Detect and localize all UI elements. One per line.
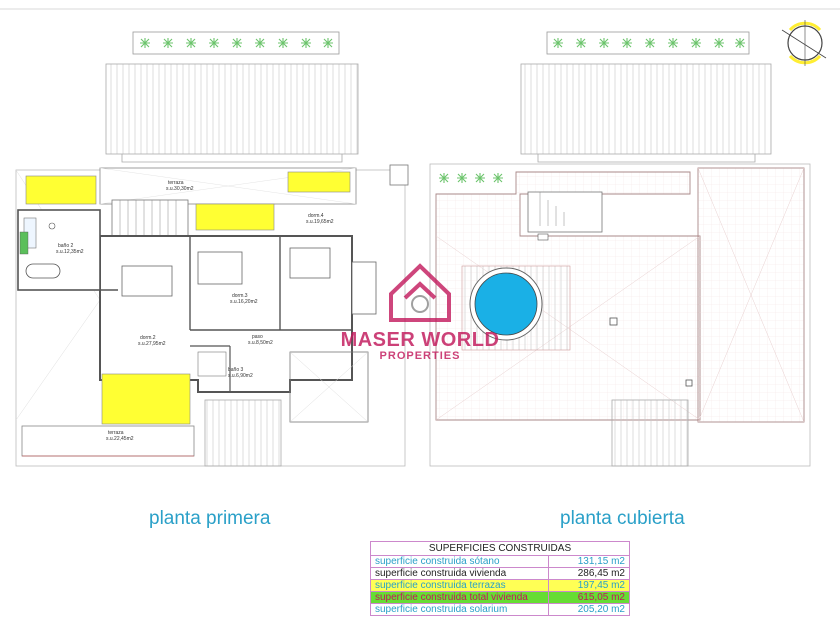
areas-table: SUPERFICIES CONSTRUIDAS superficie const… [370,541,630,616]
watermark: MASER WORLD PROPERTIES [334,258,506,362]
area-label: superficie construida total vivienda [370,591,549,604]
table-row: superficie construida terrazas 197,45 m2 [370,579,630,592]
area-label: superficie construida vivienda [370,567,549,580]
area-label: superficie construida solarium [370,603,549,616]
table-row: superficie construida sótano 131,15 m2 [370,555,630,568]
area-label: superficie construida sótano [370,555,549,568]
area-value: 205,20 m2 [548,603,630,616]
plan-cubierta-title: planta cubierta [560,508,685,529]
room-labels: terraza s.u.30,30m2 baño 2 s.u.12,35m2 d… [56,180,334,442]
room-terraza-bottom-name: terraza [108,430,124,436]
room-dorm3-name: dorm.3 [232,293,248,299]
room-dorm4-area: s.u.19,65m2 [306,219,334,225]
room-bano2-area: s.u.12,35m2 [56,249,84,255]
room-terraza-top-area: s.u.30,30m2 [166,186,194,192]
room-dorm3-area: s.u.16,20m2 [230,299,258,305]
table-row: superficie construida solarium 205,20 m2 [370,603,630,616]
plan-primera [15,31,409,467]
room-bano3-name: baño 3 [228,367,244,373]
compass-icon [781,20,827,66]
table-row: superficie construida vivienda 286,45 m2 [370,567,630,580]
watermark-subtitle: PROPERTIES [379,350,461,362]
plan-cubierta [429,31,811,467]
plan-primera-title: planta primera [149,508,271,529]
room-dorm2-area: s.u.27,95m2 [138,341,166,347]
room-bano2-name: baño 2 [58,243,74,249]
room-dorm2-name: dorm.2 [140,335,156,341]
area-label: superficie construida terrazas [370,579,549,592]
watermark-logo-icon [389,263,451,322]
room-terraza-bottom-area: s.u.22,45m2 [106,436,134,442]
area-value: 615,05 m2 [548,591,630,604]
area-value: 197,45 m2 [548,579,630,592]
watermark-name: MASER WORLD [340,329,500,351]
room-dorm4-name: dorm.4 [308,213,324,219]
areas-table-header: SUPERFICIES CONSTRUIDAS [370,541,630,556]
area-value: 286,45 m2 [548,567,630,580]
room-bano3-area: s.u.6,90m2 [228,373,253,379]
room-paso-area: s.u.8,50m2 [248,340,273,346]
room-terraza-top-name: terraza [168,180,184,186]
room-paso-name: paso [252,334,263,340]
table-row: superficie construida total vivienda 615… [370,591,630,604]
areas-table-body: superficie construida sótano 131,15 m2 s… [370,555,630,616]
area-value: 131,15 m2 [548,555,630,568]
